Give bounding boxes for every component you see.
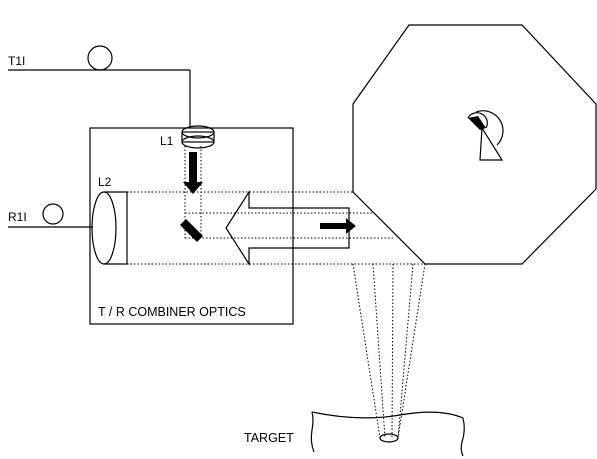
target-surface [310,411,315,453]
cone-inner-right [391,263,394,439]
combiner-label: T / R COMBINER OPTICS [98,305,246,319]
target-right-edge [460,417,465,457]
target-label: TARGET [244,431,294,445]
cone-outer-right [397,263,414,439]
r1-label: R1I [8,210,27,224]
l2-lens-face [91,191,117,265]
t1-fiber-loop-icon [87,45,113,71]
l1-lens-top [181,125,215,139]
right-arrow-icon [320,218,356,234]
l2-label: L2 [98,175,112,189]
l1-label: L1 [160,134,174,148]
target-spot [379,433,399,443]
radar-sweep-icon [467,110,504,161]
cone-inner-left [372,263,386,439]
fold-mirror [180,219,203,242]
l1-lens-bottom [181,135,215,149]
target-top-edge [311,411,464,419]
scanner-octagon [352,24,597,265]
down-arrow-icon [183,152,203,194]
t1-label: T1I [8,54,25,68]
l1-lens-body [181,131,215,143]
cone-outer-left [352,263,381,439]
l2-lens-body [104,191,128,265]
r1-fiber-loop-icon [42,203,64,225]
cone-far-right [397,263,426,439]
combiner-box [89,127,294,325]
